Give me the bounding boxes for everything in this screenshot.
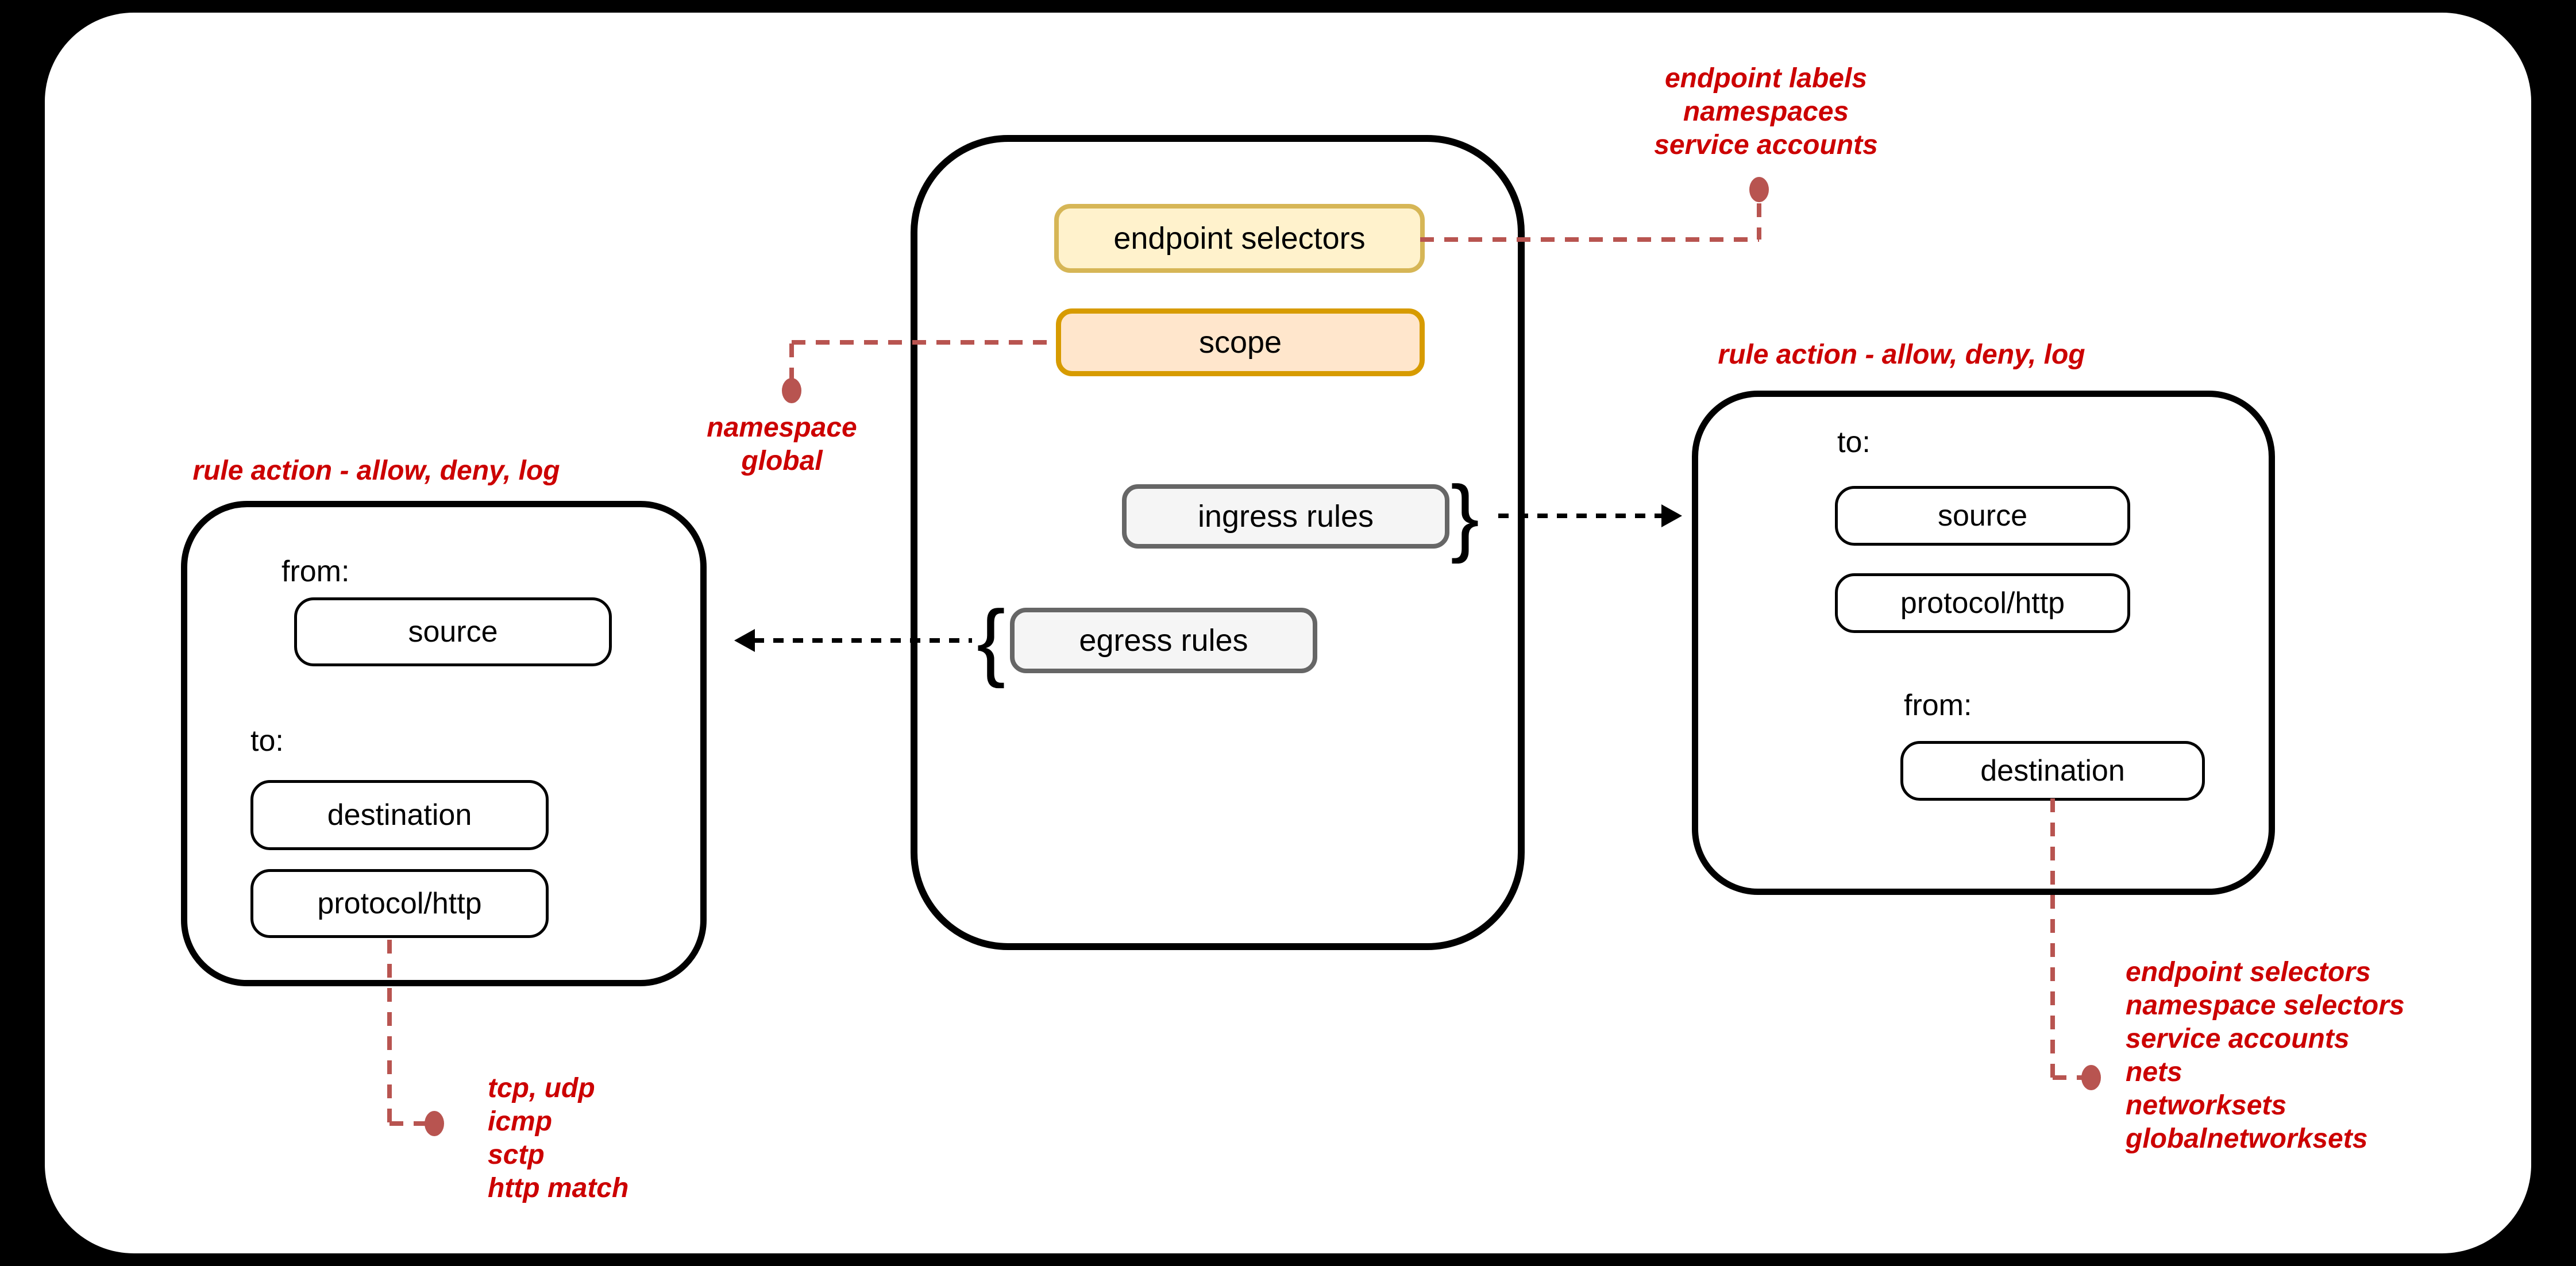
- ingress-rule-title: rule action - allow, deny, log: [1718, 339, 2085, 370]
- egress-to-label: to:: [250, 724, 284, 758]
- egress-arrowhead-icon: [734, 629, 755, 652]
- egress-destination-label: destination: [327, 798, 472, 832]
- ingress-arrowhead-icon: [1661, 504, 1682, 527]
- egress-rules-label: egress rules: [1079, 623, 1248, 658]
- ingress-rules-box: ingress rules: [1122, 484, 1449, 549]
- protocol-note-connector-v: [387, 940, 392, 1124]
- ingress-destination-label: destination: [1980, 754, 2125, 788]
- ingress-to-label: to:: [1837, 426, 1871, 459]
- ingress-protocol-label: protocol/http: [1900, 586, 2065, 620]
- ingress-brace: }: [1451, 468, 1480, 564]
- egress-destination-box: destination: [250, 780, 549, 850]
- protocol-note-dot-icon: [425, 1111, 444, 1136]
- scope-note-connector-v: [789, 343, 794, 379]
- scope-label: scope: [1198, 325, 1282, 360]
- ingress-destination-box: destination: [1900, 741, 2205, 801]
- scope-note-dot-icon: [782, 378, 801, 403]
- annotation-destination-selectors: endpoint selectors namespace selectors s…: [2126, 957, 2405, 1154]
- annotation-scope-values: namespace global: [707, 412, 857, 476]
- endpoint-selectors-label: endpoint selectors: [1113, 221, 1366, 256]
- annotation-protocols: tcp, udp icmp sctp http match: [488, 1073, 629, 1203]
- endpoint-note-connector-v: [1757, 203, 1761, 240]
- egress-arrow-line: [754, 638, 972, 643]
- scope-box: scope: [1056, 308, 1425, 376]
- egress-brace: {: [977, 592, 1006, 689]
- egress-source-label: source: [408, 615, 498, 649]
- endpoint-selectors-box: endpoint selectors: [1054, 204, 1425, 273]
- egress-protocol-label: protocol/http: [317, 887, 482, 920]
- ingress-rule-box: [1692, 391, 2275, 895]
- ingress-rules-label: ingress rules: [1197, 499, 1374, 534]
- endpoint-note-connector-h: [1420, 237, 1759, 242]
- destination-note-dot-icon: [2081, 1065, 2101, 1090]
- egress-rules-box: egress rules: [1010, 608, 1317, 673]
- destination-note-connector-v: [2050, 798, 2055, 1078]
- destination-note-connector-h: [2053, 1075, 2083, 1080]
- egress-protocol-box: protocol/http: [250, 869, 549, 938]
- endpoint-note-dot-icon: [1749, 177, 1769, 202]
- annotation-endpoint-labels: endpoint labels namespaces service accou…: [1654, 63, 1878, 160]
- ingress-arrow-line: [1498, 514, 1661, 518]
- protocol-note-connector-h: [390, 1121, 425, 1126]
- egress-from-label: from:: [281, 555, 350, 588]
- scope-note-connector-h: [792, 340, 1057, 345]
- egress-source-box: source: [294, 597, 612, 666]
- ingress-source-box: source: [1835, 486, 2130, 546]
- ingress-source-label: source: [1937, 499, 2028, 532]
- ingress-protocol-box: protocol/http: [1835, 573, 2130, 633]
- ingress-from-label: from:: [1904, 689, 1972, 722]
- egress-rule-title: rule action - allow, deny, log: [192, 456, 560, 486]
